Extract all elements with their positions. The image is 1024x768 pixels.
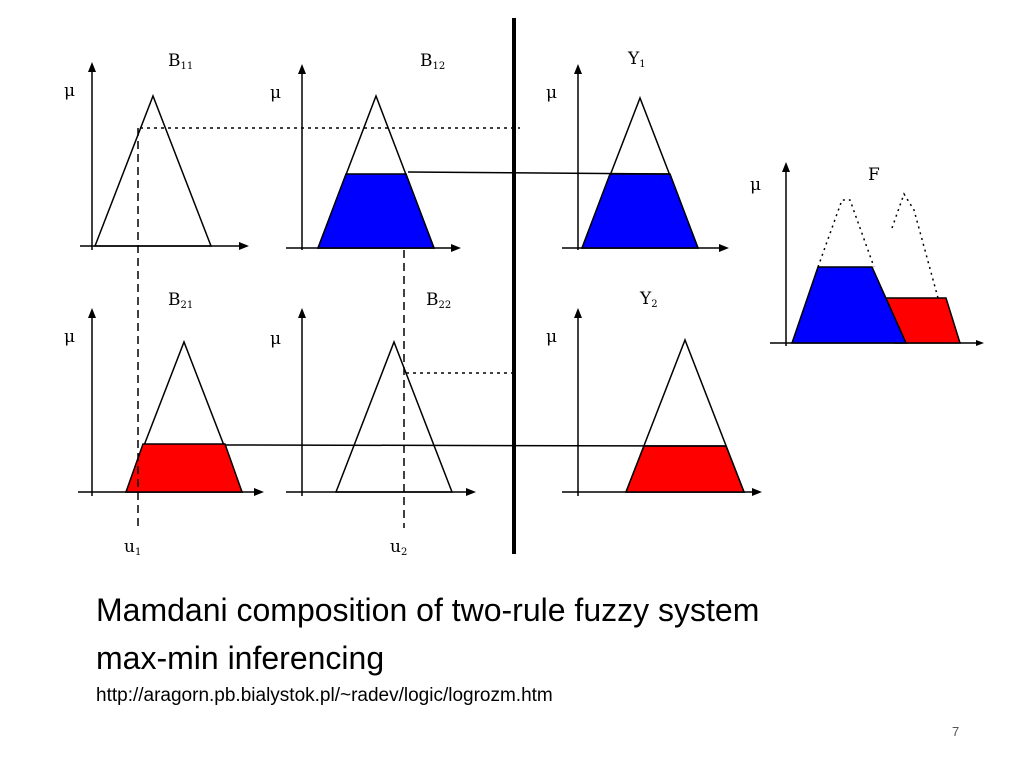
mu-label: μ — [270, 83, 281, 103]
x-axis-arrow — [752, 488, 762, 496]
y-axis-arrow — [782, 162, 790, 172]
mu-label: μ — [64, 81, 75, 101]
clipped-area-rule1 — [316, 173, 436, 249]
mu-label: μ — [270, 329, 281, 349]
mu-label: μ — [546, 327, 557, 347]
x-axis-arrow — [719, 244, 729, 252]
page-number: 7 — [952, 724, 960, 739]
y-axis-arrow — [574, 64, 582, 74]
y-axis-arrow — [298, 64, 306, 74]
panel-b12: μ B12 — [270, 51, 461, 252]
label-b21: B21 — [168, 290, 193, 311]
panel-b22: μ B22 — [270, 290, 476, 496]
guide-lines — [137, 18, 727, 554]
membership-triangle — [334, 339, 454, 493]
caption-url: http://aragorn.pb.bialystok.pl/~radev/lo… — [96, 685, 553, 706]
label-b11: B11 — [168, 51, 193, 72]
implication-result-rule2 — [624, 445, 746, 493]
panel-b11: μ B11 — [64, 51, 249, 250]
caption-title: Mamdani composition of two-rule fuzzy sy… — [96, 592, 760, 628]
x-axis-arrow — [976, 340, 984, 346]
dotted-outline-y2 — [891, 192, 939, 299]
aggregated-area-rule1 — [790, 266, 908, 344]
fuzzy-inference-diagram: μ B11 μ B12 μ Y1 μ B21 — [64, 18, 984, 558]
panel-y1: μ Y1 — [546, 49, 729, 252]
y-axis-arrow — [88, 308, 96, 318]
dotted-outline-y1 — [817, 199, 875, 268]
label-u1: u1 — [124, 537, 141, 558]
x-axis-arrow — [451, 244, 461, 252]
label-y2: Y2 — [639, 289, 658, 310]
caption-subtitle: max-min inferencing — [96, 640, 385, 676]
panel-y2: μ Y2 — [546, 289, 762, 496]
mu-label: μ — [546, 83, 557, 103]
panel-b21: μ B21 — [64, 290, 264, 496]
y-axis-arrow — [298, 308, 306, 318]
y-axis-arrow — [574, 308, 582, 318]
label-b12: B12 — [420, 51, 445, 72]
x-axis-arrow — [239, 242, 249, 250]
implication-result-rule1 — [580, 173, 700, 249]
x-axis-arrow — [254, 488, 264, 496]
label-u2: u2 — [390, 537, 407, 558]
label-f: F — [868, 165, 880, 185]
rule1-min-line — [407, 171, 671, 175]
y-axis-arrow — [88, 62, 96, 72]
mu-label: μ — [750, 175, 761, 195]
rule2-min-line — [224, 444, 727, 447]
membership-triangle — [93, 93, 213, 247]
mu-label: μ — [64, 327, 75, 347]
x-axis-arrow — [466, 488, 476, 496]
label-b22: B22 — [426, 290, 451, 311]
label-y1: Y1 — [627, 49, 646, 70]
panel-f: μ F — [750, 162, 984, 346]
clipped-area-rule2 — [124, 443, 244, 493]
